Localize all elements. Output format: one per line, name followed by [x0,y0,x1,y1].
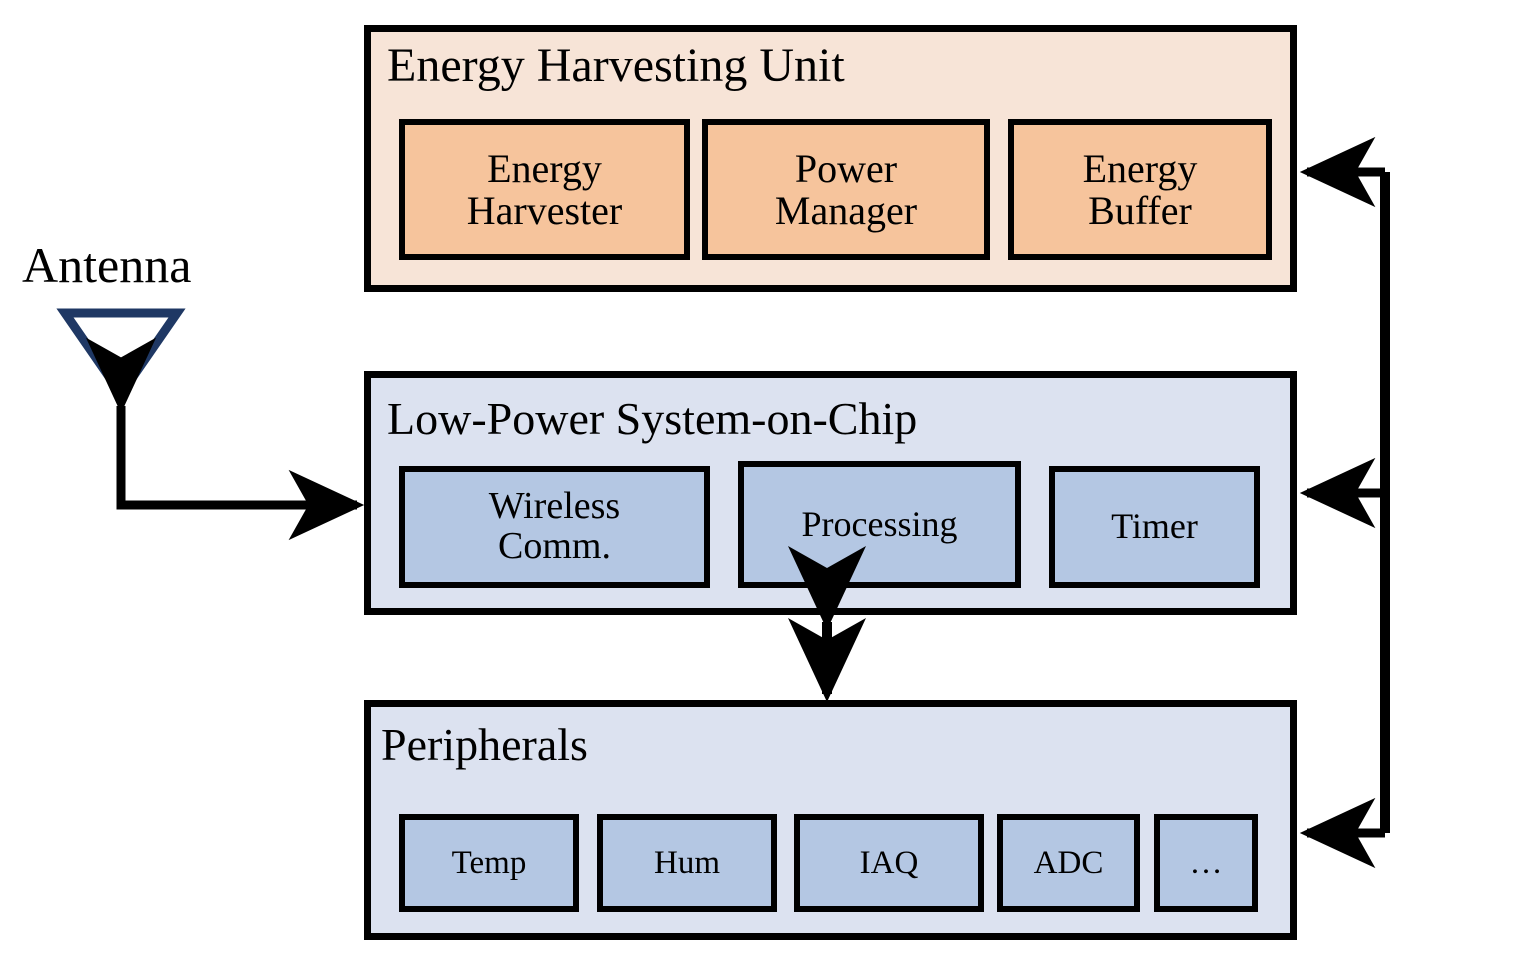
block-power-manager: Power Manager [702,119,990,260]
block-more: … [1154,814,1258,912]
panel-title-peripherals: Peripherals [381,719,588,770]
block-hum: Hum [597,814,777,912]
block-energy-harvester: Energy Harvester [399,119,690,260]
antenna-label: Antenna [22,237,192,293]
block-adc: ADC [997,814,1140,912]
block-processing: Processing [738,461,1021,588]
block-temp: Temp [399,814,579,912]
antenna-icon [56,308,186,402]
block-timer: Timer [1049,466,1260,588]
connector-antenna-to-soc [85,337,365,541]
block-iaq: IAQ [794,814,984,912]
panel-title-energy-harvesting-unit: Energy Harvesting Unit [387,39,845,92]
panel-title-low-power-soc: Low-Power System-on-Chip [387,393,918,444]
block-energy-buffer: Energy Buffer [1008,119,1272,260]
block-wireless-comm: Wireless Comm. [399,466,710,588]
